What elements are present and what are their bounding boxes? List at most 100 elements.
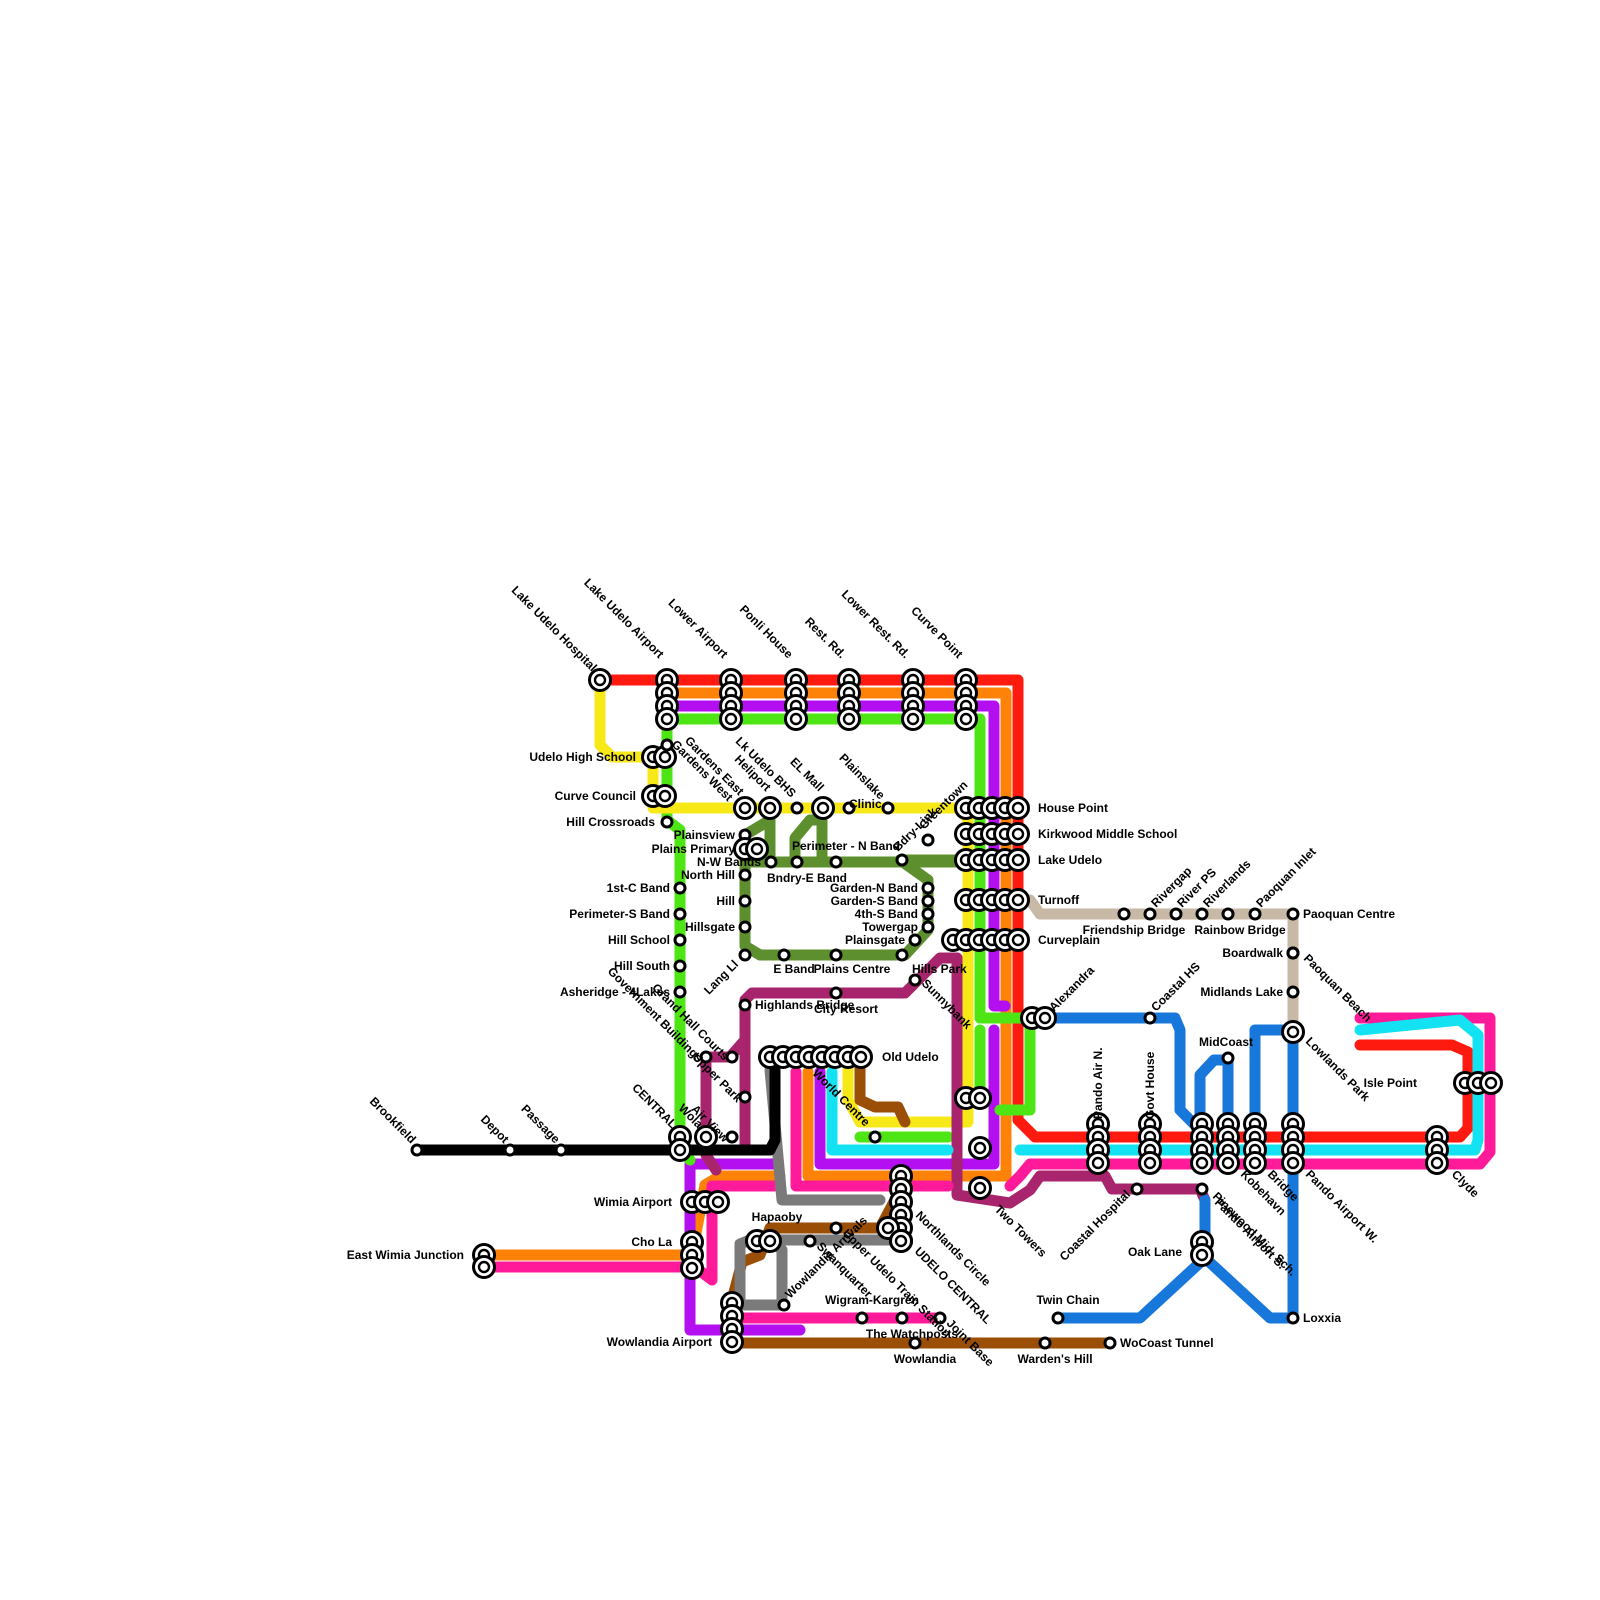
station-river-ps[interactable]: [1169, 907, 1183, 921]
station-the-watchposts[interactable]: [895, 1311, 909, 1325]
station-lower-rest-rd[interactable]: [901, 668, 925, 731]
station-house-point[interactable]: [954, 796, 1030, 820]
station-government-buildings[interactable]: [699, 1050, 713, 1064]
station-oak-lane[interactable]: [1190, 1230, 1214, 1267]
station-central[interactable]: [668, 1125, 692, 1162]
station-lower-airport[interactable]: [719, 668, 743, 731]
station-pando-airport-s[interactable]: [1190, 1112, 1214, 1175]
station-1st-c-band[interactable]: [673, 881, 687, 895]
station-city-resort[interactable]: [829, 986, 843, 1000]
station-upper-udelo-train-station[interactable]: [829, 1221, 843, 1235]
station-sunnybank[interactable]: [908, 973, 922, 987]
station-4th-s-band[interactable]: [921, 907, 935, 921]
station-govt-house[interactable]: [1138, 1112, 1162, 1175]
station-air-view[interactable]: [725, 1130, 739, 1144]
station-garden-s-band[interactable]: [921, 894, 935, 908]
station-cho-la[interactable]: [680, 1230, 704, 1280]
station-grand-hall-courts[interactable]: [725, 1050, 739, 1064]
station-el-mall[interactable]: [811, 796, 835, 820]
station-lowlands-park[interactable]: [1281, 1020, 1305, 1044]
station-passage[interactable]: [554, 1143, 568, 1157]
station-highlands-bridge[interactable]: [738, 998, 752, 1012]
station-world-centre[interactable]: [868, 1130, 882, 1144]
station-wowlandia-airport[interactable]: [720, 1291, 744, 1354]
station-bdry-link[interactable]: [895, 853, 909, 867]
station-hill-south[interactable]: [673, 959, 687, 973]
station-perimeter-n-band[interactable]: [829, 855, 843, 869]
station-hills-park[interactable]: [895, 948, 909, 962]
station-friendship-bridge[interactable]: [1117, 907, 1131, 921]
station-wowlandia[interactable]: [908, 1336, 922, 1350]
station-rainbow-bridge[interactable]: [1221, 907, 1235, 921]
station-pinewood-mid-sch[interactable]: [1195, 1182, 1209, 1196]
station-clyde[interactable]: [1425, 1125, 1449, 1175]
station-udelo-high-school[interactable]: [641, 745, 677, 769]
station-wola[interactable]: [694, 1125, 718, 1149]
station-curve-council[interactable]: [641, 784, 677, 808]
station-twin-chain[interactable]: [1051, 1311, 1065, 1325]
station-lk-udelo-bhs[interactable]: [790, 801, 804, 815]
station-e-band[interactable]: [777, 948, 791, 962]
station-udelo-central[interactable]: [876, 1216, 913, 1253]
station-wigram-kargren[interactable]: [855, 1311, 869, 1325]
station-hill-school[interactable]: [673, 933, 687, 947]
station-swanquarter[interactable]: [803, 1234, 817, 1248]
station-isle-point[interactable]: [1453, 1071, 1503, 1095]
station-ponli-house[interactable]: [784, 668, 808, 731]
station-midlands-lake[interactable]: [1286, 985, 1300, 999]
station-n-w-bands[interactable]: [764, 855, 778, 869]
station-rest-rd[interactable]: [837, 668, 861, 731]
station-paoquan-centre[interactable]: [1286, 907, 1300, 921]
station-perimeter-s-band[interactable]: [673, 907, 687, 921]
station-wimia-airport[interactable]: [680, 1190, 730, 1214]
station-pando-air-n[interactable]: [1086, 1112, 1110, 1175]
station-wowlandia-arrivals[interactable]: [777, 1298, 791, 1312]
station-alexandra[interactable]: [1020, 1006, 1057, 1030]
station-bndry-e-band[interactable]: [790, 855, 804, 869]
station-two-towers[interactable]: [954, 1086, 992, 1200]
station-curveplain[interactable]: [941, 928, 1030, 952]
station-pando-airport-w[interactable]: [1281, 1112, 1305, 1175]
station-lang-ll[interactable]: [738, 948, 752, 962]
station-hillsgate[interactable]: [738, 920, 752, 934]
station-bridge[interactable]: [1243, 1112, 1267, 1175]
station-heliport[interactable]: [758, 796, 782, 820]
station-lake-udelo-hospital[interactable]: [588, 668, 612, 692]
station-kirkwood-middle-school[interactable]: [954, 822, 1030, 846]
station-midcoast[interactable]: [1221, 1051, 1235, 1065]
station-turnoff[interactable]: [954, 888, 1030, 912]
station-plains-centre[interactable]: [829, 948, 843, 962]
station-coastal-hospital[interactable]: [1130, 1182, 1144, 1196]
station-plainslake[interactable]: [881, 801, 895, 815]
station-hapaoby[interactable]: [745, 1229, 782, 1253]
station-coastal-hs[interactable]: [1143, 1011, 1157, 1025]
station-east-wimia-junction[interactable]: [472, 1243, 496, 1279]
station-asheridge-4lakes[interactable]: [673, 985, 687, 999]
station-brookfield[interactable]: [410, 1143, 424, 1157]
station-joint-base[interactable]: [933, 1311, 947, 1325]
station-plainsgate[interactable]: [908, 933, 922, 947]
station-old-udelo[interactable]: [758, 1045, 873, 1069]
station-gardens-west[interactable]: [660, 738, 674, 752]
station-warden-s-hill[interactable]: [1038, 1336, 1052, 1350]
station-towergap[interactable]: [921, 920, 935, 934]
station-greentown[interactable]: [921, 833, 935, 847]
station-curve-point[interactable]: [954, 668, 978, 731]
station-lake-udelo-airport[interactable]: [655, 668, 679, 731]
station-garden-n-band[interactable]: [921, 881, 935, 895]
station-hill-crossroads[interactable]: [660, 815, 674, 829]
station-paoquan-beach[interactable]: [1286, 946, 1300, 960]
station-plains-primary[interactable]: [733, 837, 769, 861]
station-loxxia[interactable]: [1286, 1311, 1300, 1325]
station-hill[interactable]: [738, 894, 752, 908]
station-lake-udelo[interactable]: [954, 848, 1030, 872]
station-riverlands[interactable]: [1195, 907, 1209, 921]
station-clinic[interactable]: [842, 801, 856, 815]
station-paoquan-inlet[interactable]: [1248, 907, 1262, 921]
station-gardens-east[interactable]: [733, 796, 757, 820]
station-depot[interactable]: [503, 1143, 517, 1157]
station-kobehavn[interactable]: [1216, 1112, 1240, 1175]
station-rivergap[interactable]: [1143, 907, 1157, 921]
station-north-hill[interactable]: [738, 868, 752, 882]
station-wocoast-tunnel[interactable]: [1103, 1336, 1117, 1350]
